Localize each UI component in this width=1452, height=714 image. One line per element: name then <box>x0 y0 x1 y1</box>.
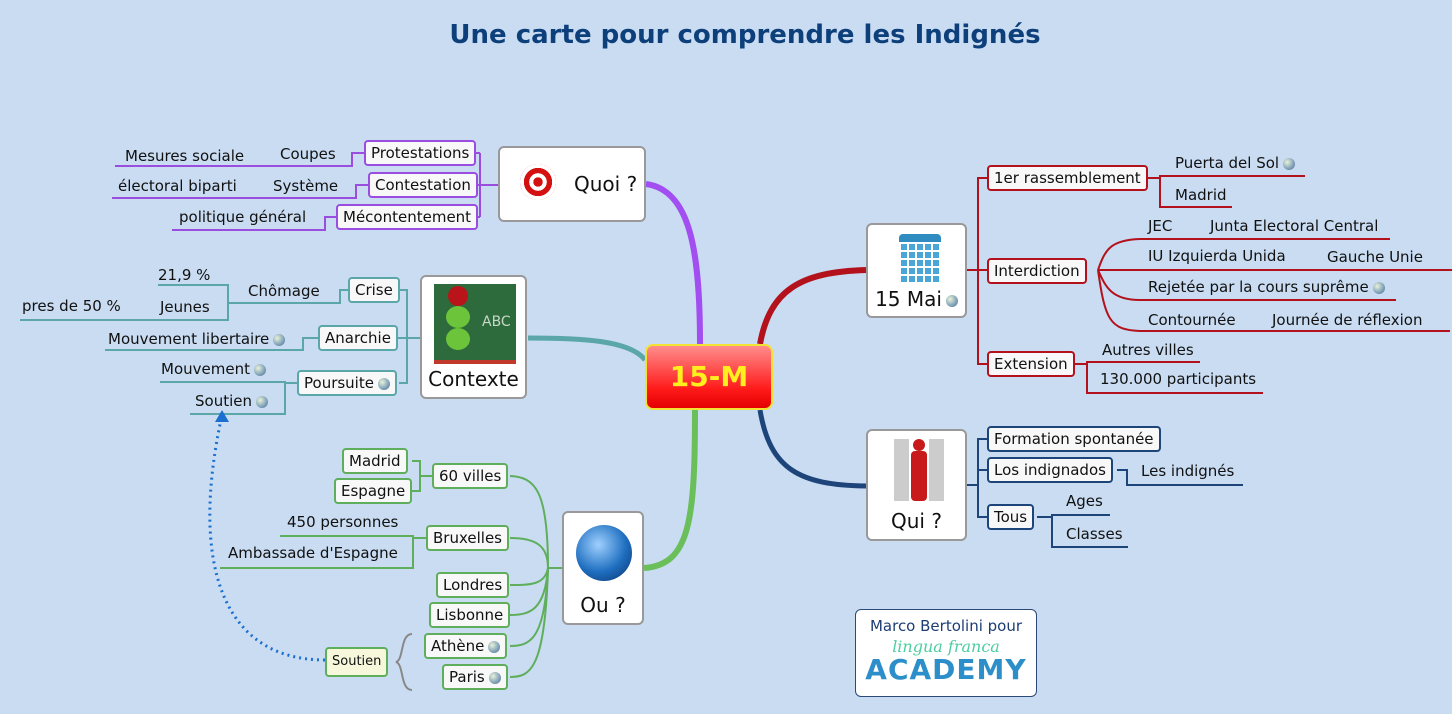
node-mouvement-libertaire[interactable]: Mouvement libertaire <box>108 329 286 349</box>
link-globe-icon[interactable] <box>253 363 266 376</box>
node-lisbonne[interactable]: Lisbonne <box>429 602 511 628</box>
topic-qui-label: Qui ? <box>891 509 942 533</box>
page-title: Une carte pour comprendre les Indignés <box>449 20 1041 50</box>
node-soutien-boundary[interactable]: Soutien <box>325 647 389 677</box>
topic-15-mai[interactable]: 15 Mai <box>866 223 967 318</box>
topic-15-mai-label: 15 Mai <box>868 287 965 311</box>
node-bruxelles[interactable]: Bruxelles <box>426 525 509 551</box>
node-450-personnes[interactable]: 450 personnes <box>287 513 399 531</box>
node-tous[interactable]: Tous <box>987 504 1035 530</box>
node-protestations[interactable]: Protestations <box>364 140 477 166</box>
link-globe-icon[interactable] <box>945 294 958 307</box>
node-espagne[interactable]: Espagne <box>334 478 413 504</box>
link-globe-icon[interactable] <box>273 333 286 346</box>
node-crise[interactable]: Crise <box>348 277 400 303</box>
node-londres[interactable]: Londres <box>436 572 510 598</box>
node-les-indignes[interactable]: Les indignés <box>1141 462 1235 480</box>
topic-ou[interactable]: Ou ? <box>562 511 644 625</box>
node-gauche-unie[interactable]: Gauche Unie <box>1327 248 1423 266</box>
node-paris[interactable]: Paris <box>442 664 508 690</box>
topic-qui[interactable]: Qui ? <box>866 429 967 541</box>
link-globe-icon[interactable] <box>256 395 268 408</box>
topic-contexte[interactable]: ABC Contexte <box>420 275 527 399</box>
node-21-9[interactable]: 21,9 % <box>158 266 211 284</box>
link-globe-icon[interactable] <box>488 640 501 653</box>
credit-box: Marco Bertolini pour lingua franca ACADE… <box>855 609 1037 697</box>
node-soutien[interactable]: Soutien <box>195 391 268 411</box>
node-poursuite[interactable]: Poursuite <box>297 370 397 396</box>
node-classes[interactable]: Classes <box>1066 525 1123 543</box>
node-iu[interactable]: IU Izquierda Unida <box>1148 247 1286 265</box>
chalkboard-apples-icon: ABC <box>434 284 516 364</box>
central-topic[interactable]: 15-M <box>645 344 773 410</box>
crowd-figure-icon <box>894 439 944 501</box>
node-formation[interactable]: Formation spontanée <box>987 426 1161 452</box>
node-1er-rassemblement[interactable]: 1er rassemblement <box>987 165 1148 191</box>
node-junta-electoral[interactable]: Junta Electoral Central <box>1210 217 1379 235</box>
link-globe-icon[interactable] <box>1283 157 1296 170</box>
node-130000[interactable]: 130.000 participants <box>1100 370 1257 388</box>
node-coupes[interactable]: Coupes <box>280 145 336 163</box>
node-journee-reflexion[interactable]: Journée de réflexion <box>1272 311 1423 329</box>
node-contestation[interactable]: Contestation <box>368 172 478 198</box>
node-interdiction[interactable]: Interdiction <box>987 258 1087 284</box>
calendar-icon <box>899 234 941 284</box>
topic-quoi[interactable]: Quoi ? <box>498 146 646 222</box>
node-mouvement[interactable]: Mouvement <box>161 359 266 379</box>
academy-logo: ACADEMY <box>865 653 1027 686</box>
node-madrid-mai[interactable]: Madrid <box>1175 186 1227 204</box>
topic-quoi-label: Quoi ? <box>574 172 638 196</box>
node-politique-general[interactable]: politique général <box>179 208 307 226</box>
link-globe-icon[interactable] <box>1372 281 1385 294</box>
topic-contexte-label: Contexte <box>428 367 519 391</box>
node-chomage[interactable]: Chômage <box>248 282 320 300</box>
node-ambassade[interactable]: Ambassade d'Espagne <box>228 544 398 562</box>
node-jec[interactable]: JEC <box>1148 217 1173 235</box>
node-electoral-biparti[interactable]: électoral biparti <box>118 177 237 195</box>
node-rejetee[interactable]: Rejetée par la cours suprême <box>1148 277 1385 297</box>
node-mecontentement[interactable]: Mécontentement <box>336 204 479 230</box>
node-autres-villes[interactable]: Autres villes <box>1102 341 1194 359</box>
node-jeunes[interactable]: Jeunes <box>160 298 210 316</box>
node-60-villes[interactable]: 60 villes <box>432 463 509 489</box>
globe-icon <box>576 525 632 581</box>
node-madrid[interactable]: Madrid <box>342 448 408 474</box>
node-anarchie[interactable]: Anarchie <box>318 325 398 351</box>
node-puerta-del-sol[interactable]: Puerta del Sol <box>1175 153 1296 173</box>
node-extension[interactable]: Extension <box>987 351 1075 377</box>
node-pres-de-50[interactable]: pres de 50 % <box>22 297 121 315</box>
node-mesures-sociale[interactable]: Mesures sociale <box>125 147 245 165</box>
node-ages[interactable]: Ages <box>1066 492 1103 510</box>
credit-lingua-franca: lingua franca <box>892 637 1000 656</box>
target-icon <box>520 164 556 200</box>
link-globe-icon[interactable] <box>488 671 501 684</box>
node-los-indignados[interactable]: Los indignados <box>987 457 1113 483</box>
link-globe-icon[interactable] <box>377 377 390 390</box>
credit-author: Marco Bertolini pour <box>869 617 1023 635</box>
node-athene[interactable]: Athène <box>424 633 508 659</box>
node-contournee[interactable]: Contournée <box>1148 311 1236 329</box>
topic-ou-label: Ou ? <box>580 593 626 617</box>
node-systeme[interactable]: Système <box>273 177 339 195</box>
